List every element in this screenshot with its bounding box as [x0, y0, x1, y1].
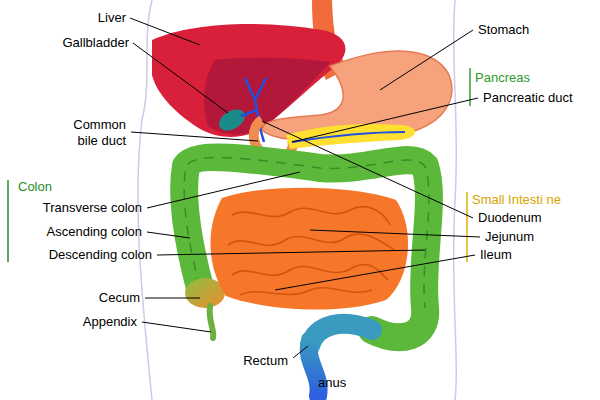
- leader-line: [142, 322, 211, 332]
- organ-label: Gallbladder: [63, 35, 130, 51]
- group-bracket: [466, 192, 468, 262]
- organ-label: anus: [318, 375, 346, 391]
- group-bracket: [7, 180, 9, 262]
- leader-line: [292, 98, 478, 142]
- organ-label: Transverse colon: [43, 200, 142, 216]
- leader-line: [157, 250, 425, 255]
- organ-label: Rectum: [243, 353, 288, 369]
- group-heading: Colon: [18, 179, 52, 195]
- leader-line: [133, 43, 228, 113]
- body-outline: [454, 0, 457, 400]
- leader-line: [147, 172, 300, 208]
- rectum: [309, 340, 319, 396]
- organ-label: Liver: [98, 10, 126, 26]
- leader-line: [130, 18, 200, 45]
- pancreatic-duct: [292, 132, 405, 142]
- organ-label: Common bile duct: [56, 117, 126, 149]
- organ-label: Appendix: [83, 314, 137, 330]
- gallbladder: [215, 105, 248, 135]
- organ-label: Stomach: [478, 22, 529, 38]
- organ-label: Ileum: [480, 247, 512, 263]
- organ-label: Jejunum: [485, 229, 534, 245]
- colon: [184, 157, 429, 337]
- appendix: [210, 306, 214, 338]
- leader-line: [147, 232, 190, 238]
- leader-line: [262, 121, 473, 218]
- organ-label: Pancreatic duct: [483, 90, 573, 106]
- group-heading: Pancreas: [475, 70, 530, 86]
- leader-line: [275, 255, 475, 290]
- small-intestine: [210, 188, 408, 310]
- organ-label: Ascending colon: [47, 224, 142, 240]
- leader-line: [380, 30, 473, 90]
- leader-line: [293, 346, 308, 358]
- leader-line: [310, 230, 480, 237]
- group-heading: Small Intesti ne: [472, 192, 561, 208]
- leader-line: [131, 132, 258, 141]
- sigmoid-colon: [310, 324, 372, 346]
- organ-label: Duodenum: [478, 210, 542, 226]
- organ-label: Descending colon: [49, 247, 152, 263]
- organ-label: Cecum: [99, 290, 140, 306]
- leader-line: [145, 298, 200, 299]
